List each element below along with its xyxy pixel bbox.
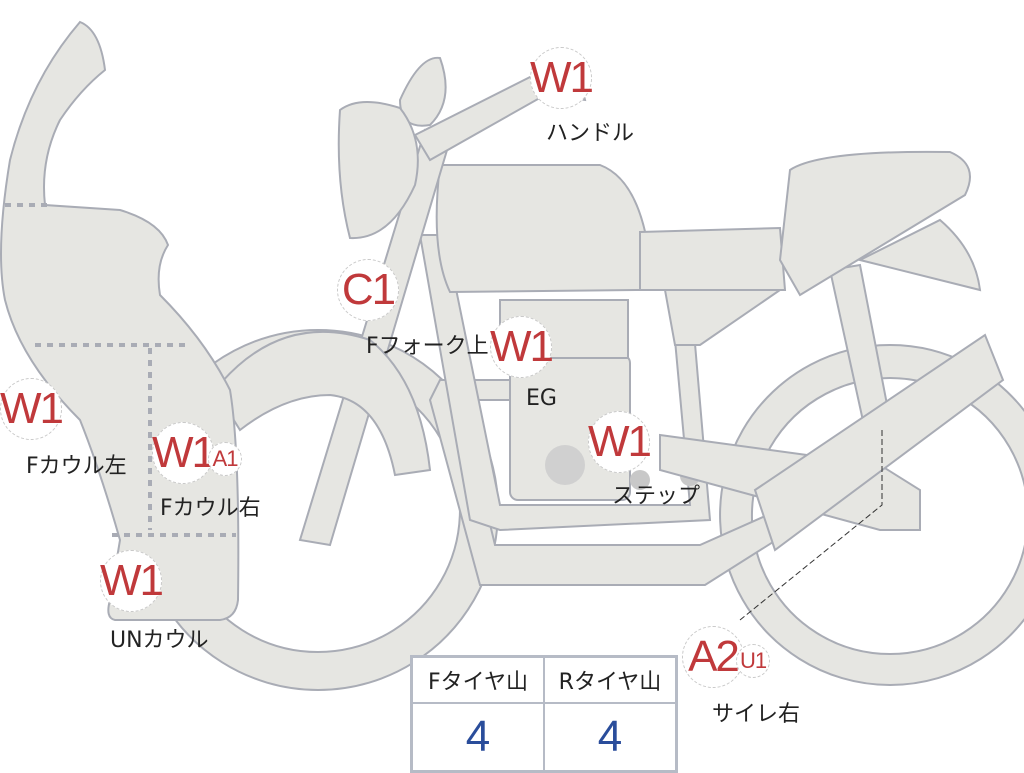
side-cover xyxy=(663,289,784,346)
fuel-tank xyxy=(435,164,652,294)
label-silencer-right: サイレ右 xyxy=(712,702,801,727)
front-tire-value: 4 xyxy=(410,702,545,773)
label-front-cowl-right: Fカウル右 xyxy=(160,496,261,521)
label-engine: EG xyxy=(526,386,557,411)
front-tire-header: Fタイヤ山 xyxy=(410,655,545,704)
front-cowl xyxy=(0,20,240,621)
rear-tire-value: 4 xyxy=(543,702,678,773)
damage-subcode-front-cowl-right: A1 xyxy=(208,442,242,476)
silencer xyxy=(753,333,1005,552)
damage-code-silencer-right: A2 xyxy=(682,626,744,688)
rear-tire-header: Rタイヤ山 xyxy=(543,655,678,704)
rear-seat xyxy=(778,150,971,297)
front-fender xyxy=(213,330,432,477)
damage-code-engine: W1 xyxy=(490,316,554,378)
headlight xyxy=(337,100,419,240)
label-front-cowl-left: Fカウル左 xyxy=(26,454,127,479)
damage-subcode-silencer-right: U1 xyxy=(736,644,770,678)
rear-wheel xyxy=(719,344,1024,686)
label-handlebar: ハンドル xyxy=(546,121,635,146)
label-under-cowl: UNカウル xyxy=(110,628,209,653)
mirror xyxy=(398,56,447,127)
label-front-fork: Fフォーク上 xyxy=(366,334,489,359)
seat xyxy=(639,226,787,291)
damage-code-front-cowl-left: W1 xyxy=(0,378,64,440)
damage-code-step: W1 xyxy=(588,411,652,473)
tail-cowl xyxy=(857,218,982,292)
damage-code-front-cowl-right: W1 xyxy=(152,422,216,484)
damage-code-handlebar: W1 xyxy=(530,47,594,109)
damage-code-under-cowl: W1 xyxy=(100,550,164,612)
tire-tread-table: Fタイヤ山 Rタイヤ山 4 4 xyxy=(410,655,678,773)
damage-code-front-fork: C1 xyxy=(337,259,399,321)
label-step: ステップ xyxy=(612,484,701,509)
